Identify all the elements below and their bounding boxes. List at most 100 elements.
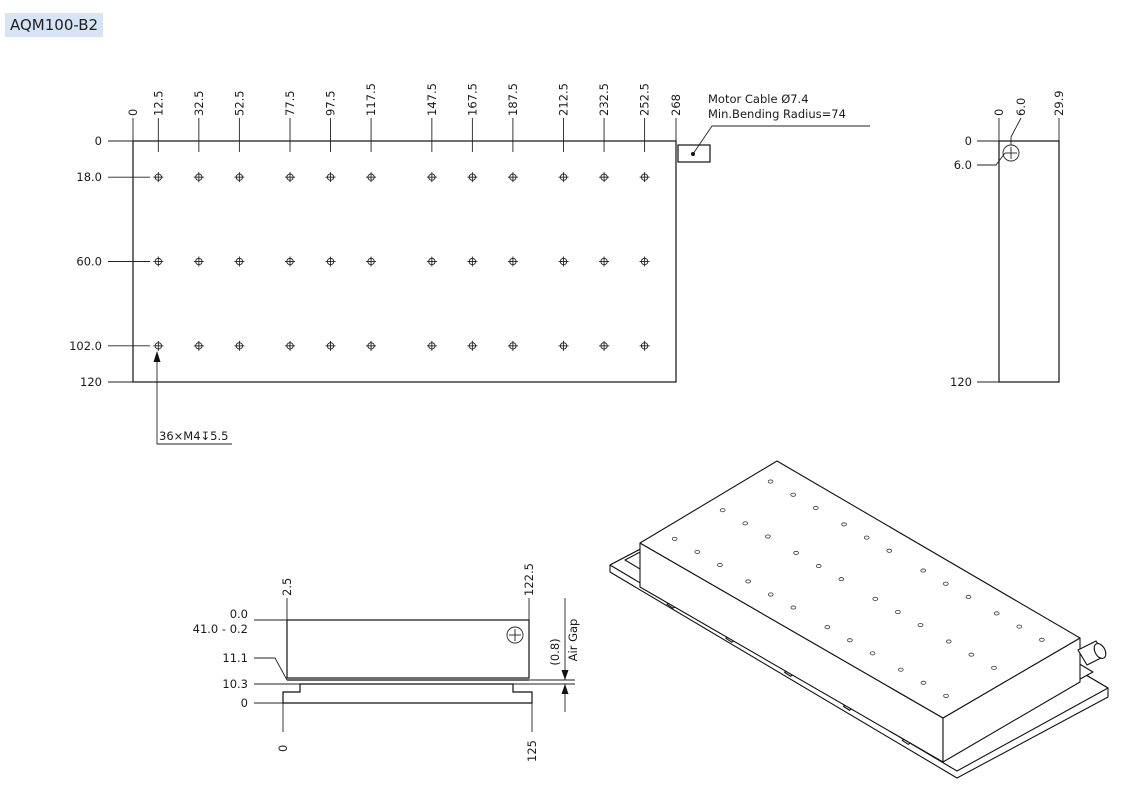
side-y-ext-6 [977,152,1006,166]
top-x-label-268: 268 [669,94,683,116]
iso-mover-hole [742,521,749,526]
side-y-label-120: 120 [950,375,972,389]
drawing-title: AQM100-B2 [5,13,104,37]
iso-mover-hole [945,639,952,644]
top-x-label-147-5: 147.5 [425,83,439,116]
iso-mover-hole [993,611,1000,616]
top-x-label-232-5: 232.5 [597,83,611,116]
iso-mover-hole [765,534,771,539]
mounting-hole [558,340,569,351]
mounting-hole [325,172,336,183]
iso-mover-hole [793,550,799,555]
iso-mover-hole [872,596,879,601]
mounting-hole [426,256,437,267]
top-x-label-167-5: 167.5 [465,83,479,116]
iso-mover-hole [824,625,831,630]
mounting-hole [366,172,377,183]
iso-mover-hole [869,651,876,656]
mounting-hole [234,172,245,183]
mounting-hole [639,172,650,183]
side-x-label-0: 0 [992,109,1006,116]
top-y-label-120: 120 [80,375,102,389]
cable-label-diameter: Motor Cable Ø7.4 [708,92,809,106]
iso-mover-hole [717,563,723,568]
iso-mover-hole [863,535,870,540]
front-view-mover [286,619,530,679]
top-view-outline [132,140,677,383]
side-y-label-6: 6.0 [954,158,972,172]
top-x-label-32-5: 32.5 [192,90,206,116]
iso-mover-hole [790,605,797,610]
iso-mover-hole [965,594,972,599]
iso-mover-hole [968,652,975,657]
front-top-label-122-5: 122.5 [522,563,536,596]
top-x-label-0: 0 [126,109,140,116]
air-gap-value: (0.8) [548,638,562,665]
iso-mover-hole [719,508,726,513]
front-top-label-2-5: 2.5 [280,578,294,596]
mounting-hole [193,172,204,183]
mounting-hole [193,340,204,351]
mounting-hole [599,256,610,267]
mounting-hole [467,172,478,183]
mounting-hole [599,172,610,183]
mounting-hole [639,256,650,267]
mounting-hole [599,340,610,351]
mounting-hole [507,256,518,267]
front-left-label-11-1: 11.1 [222,651,248,665]
iso-mover-holes [671,479,1045,698]
mounting-hole [285,340,296,351]
top-view-y-dimension-labels: 0 18.0 60.0 102.0 120 [69,134,102,389]
front-bottom-label-0: 0 [276,745,290,752]
top-view-mounting-holes [153,172,650,351]
mounting-hole [558,256,569,267]
iso-mover-hole [694,549,701,554]
top-view-y-extension-lines [108,140,150,383]
mounting-hole [285,256,296,267]
top-x-label-252-5: 252.5 [638,83,652,116]
iso-mover-hole [886,548,893,553]
front-bottom-label-125: 125 [525,740,539,762]
side-x-label-6: 6.0 [1014,98,1028,116]
mounting-hole [234,340,245,351]
front-left-label-41: 41.0 - 0.2 [193,622,248,636]
mounting-hole [507,172,518,183]
top-x-label-12-5: 12.5 [151,90,165,116]
top-x-label-117-5: 117.5 [364,83,378,116]
mounting-hole [467,340,478,351]
top-y-label-18-0: 18.0 [76,170,102,184]
top-view-x-extension-lines [132,118,677,152]
front-view-cable-hole [506,626,524,644]
side-view-outline [998,140,1060,383]
top-x-label-52-5: 52.5 [232,90,246,116]
mounting-hole [153,172,164,183]
mounting-hole [285,172,296,183]
front-view-stator [282,683,533,704]
iso-mover-hole [920,568,927,573]
iso-mover-hole [671,536,678,541]
air-gap-label: Air Gap [566,619,580,662]
iso-mover-hole [991,665,997,670]
side-x-label-29: 29.9 [1052,90,1066,116]
top-x-label-187-5: 187.5 [506,83,520,116]
mounting-hole [325,340,336,351]
iso-mover-hole [790,492,796,497]
iso-mover-hole [847,638,853,643]
front-left-ext-11-1 [254,657,288,681]
cable-label-bending: Min.Bending Radius=74 [708,107,846,121]
top-x-label-77-5: 77.5 [283,90,297,116]
top-y-label-0: 0 [95,134,102,148]
iso-mover-hole [841,522,847,527]
top-y-label-102-0: 102.0 [69,339,102,353]
mounting-hole [325,256,336,267]
top-x-label-212-5: 212.5 [557,83,571,116]
hole-callout-arrow [153,351,161,362]
mounting-hole [467,256,478,267]
iso-mover-hole [943,693,949,698]
mounting-hole [507,340,518,351]
air-gap-arrow-down [561,670,569,680]
top-y-label-60-0: 60.0 [76,255,102,269]
iso-cable-end [1093,643,1107,659]
iso-mover-hole [920,680,927,685]
